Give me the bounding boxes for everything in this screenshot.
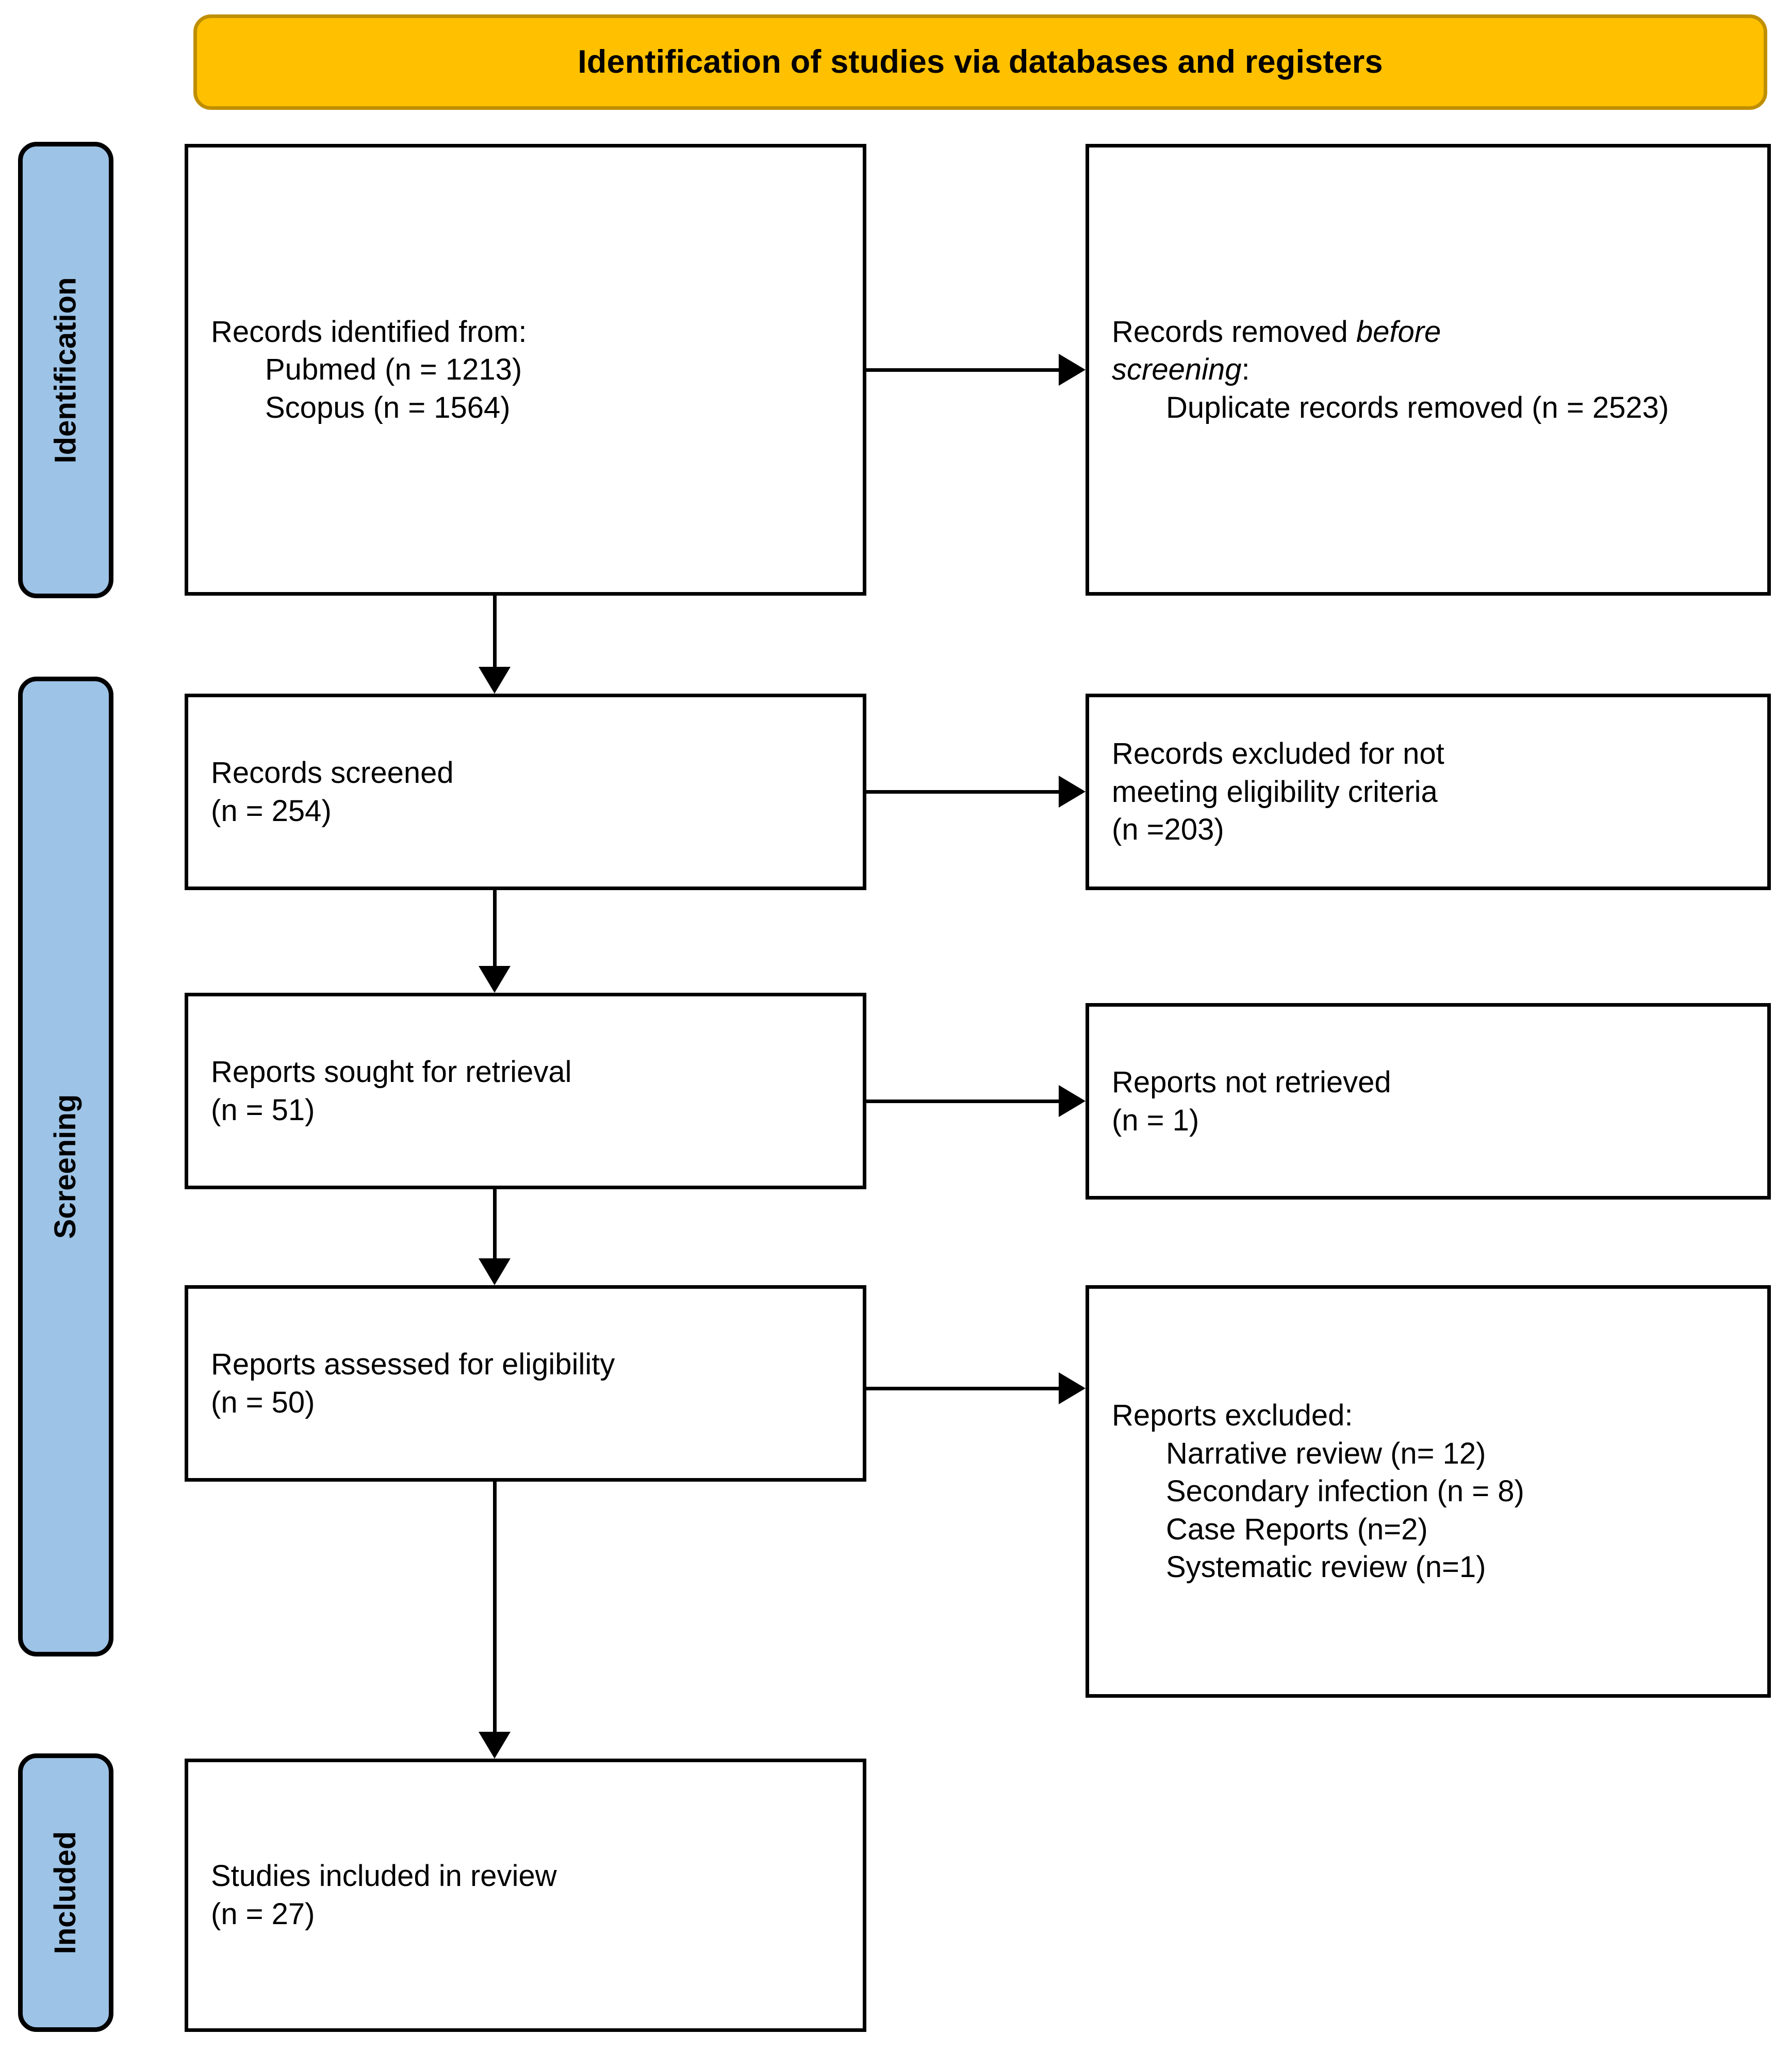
reports-assessed-count: (n = 50) <box>211 1385 315 1419</box>
reports-sought-label: Reports sought for retrieval <box>211 1055 572 1089</box>
connector-identified-to-screened-arrowhead <box>479 667 511 694</box>
diagram-header-banner: Identification of studies via databases … <box>193 14 1767 110</box>
reports-excluded-reason-secondary: Secondary infection (n = 8) <box>1166 1474 1524 1508</box>
connector-identified-to-screened-line <box>493 596 497 667</box>
box-records-identified: Records identified from: Pubmed (n = 121… <box>185 144 866 596</box>
reports-sought-count: (n = 51) <box>211 1093 315 1127</box>
records-screened-label: Records screened <box>211 756 454 790</box>
stage-tab-screening: Screening <box>18 677 113 1656</box>
reports-assessed-label: Reports assessed for eligibility <box>211 1347 615 1381</box>
box-records-removed-before-screening: Records removed before screening: Duplic… <box>1086 144 1771 596</box>
connector-sought-to-assessed-line <box>493 1189 497 1258</box>
box-studies-included-in-review: Studies included in review (n = 27) <box>185 1759 866 2032</box>
connector-sought-to-notretrieved-arrowhead <box>1059 1085 1086 1117</box>
connector-sought-to-notretrieved-line <box>866 1100 1059 1103</box>
connector-identified-to-removed-arrowhead <box>1059 354 1086 386</box>
box-reports-excluded: Reports excluded: Narrative review (n= 1… <box>1086 1285 1771 1698</box>
records-identified-pubmed: Pubmed (n = 1213) <box>265 353 522 387</box>
reports-excluded-reason-case: Case Reports (n=2) <box>1166 1512 1428 1546</box>
diagram-title: Identification of studies via databases … <box>578 43 1383 80</box>
connector-assessed-to-included-line <box>493 1482 497 1732</box>
records-removed-heading-line2: screening: <box>1112 351 1745 389</box>
reports-excluded-reason-narrative: Narrative review (n= 12) <box>1166 1436 1486 1470</box>
records-removed-heading-line1: Records removed before <box>1112 313 1745 351</box>
stage-tab-identification-label: Identification <box>48 277 83 463</box>
records-identified-scopus: Scopus (n = 1564) <box>265 390 511 424</box>
box-reports-assessed-for-eligibility: Reports assessed for eligibility (n = 50… <box>185 1285 866 1482</box>
box-records-screened: Records screened (n = 254) <box>185 694 866 890</box>
records-removed-duplicates: Duplicate records removed (n = 2523) <box>1166 390 1669 424</box>
reports-not-retrieved-label: Reports not retrieved <box>1112 1065 1391 1099</box>
connector-screened-to-sought-arrowhead <box>479 966 511 993</box>
connector-assessed-to-included-arrowhead <box>479 1732 511 1759</box>
records-removed-plain-1: Records removed <box>1112 315 1356 349</box>
records-removed-plain-2: : <box>1241 353 1250 387</box>
connector-assessed-to-excluded-line <box>866 1387 1059 1390</box>
stage-tab-included-label: Included <box>48 1831 83 1955</box>
records-excluded-line1: Records excluded for not <box>1112 737 1444 771</box>
connector-screened-to-sought-line <box>493 890 497 966</box>
stage-tab-included: Included <box>18 1753 113 2032</box>
records-excluded-count: (n =203) <box>1112 813 1224 847</box>
reports-excluded-reason-systematic: Systematic review (n=1) <box>1166 1550 1486 1584</box>
connector-screened-to-excluded-arrowhead <box>1059 776 1086 808</box>
studies-included-label: Studies included in review <box>211 1859 557 1893</box>
connector-assessed-to-excluded-arrowhead <box>1059 1372 1086 1404</box>
records-screened-count: (n = 254) <box>211 794 332 828</box>
connector-identified-to-removed-line <box>866 368 1059 372</box>
box-reports-not-retrieved: Reports not retrieved (n = 1) <box>1086 1003 1771 1200</box>
records-removed-italic-1: before <box>1356 315 1441 349</box>
connector-sought-to-assessed-arrowhead <box>479 1258 511 1285</box>
box-reports-sought-for-retrieval: Reports sought for retrieval (n = 51) <box>185 993 866 1189</box>
stage-tab-screening-label: Screening <box>48 1094 83 1239</box>
reports-excluded-heading: Reports excluded: <box>1112 1398 1353 1432</box>
connector-screened-to-excluded-line <box>866 790 1059 794</box>
box-records-excluded-eligibility-criteria: Records excluded for not meeting eligibi… <box>1086 694 1771 890</box>
reports-not-retrieved-count: (n = 1) <box>1112 1103 1199 1137</box>
studies-included-count: (n = 27) <box>211 1897 315 1931</box>
records-excluded-line2: meeting eligibility criteria <box>1112 775 1438 809</box>
records-identified-heading: Records identified from: <box>211 315 527 349</box>
stage-tab-identification: Identification <box>18 142 113 598</box>
records-removed-italic-2: screening <box>1112 353 1242 387</box>
